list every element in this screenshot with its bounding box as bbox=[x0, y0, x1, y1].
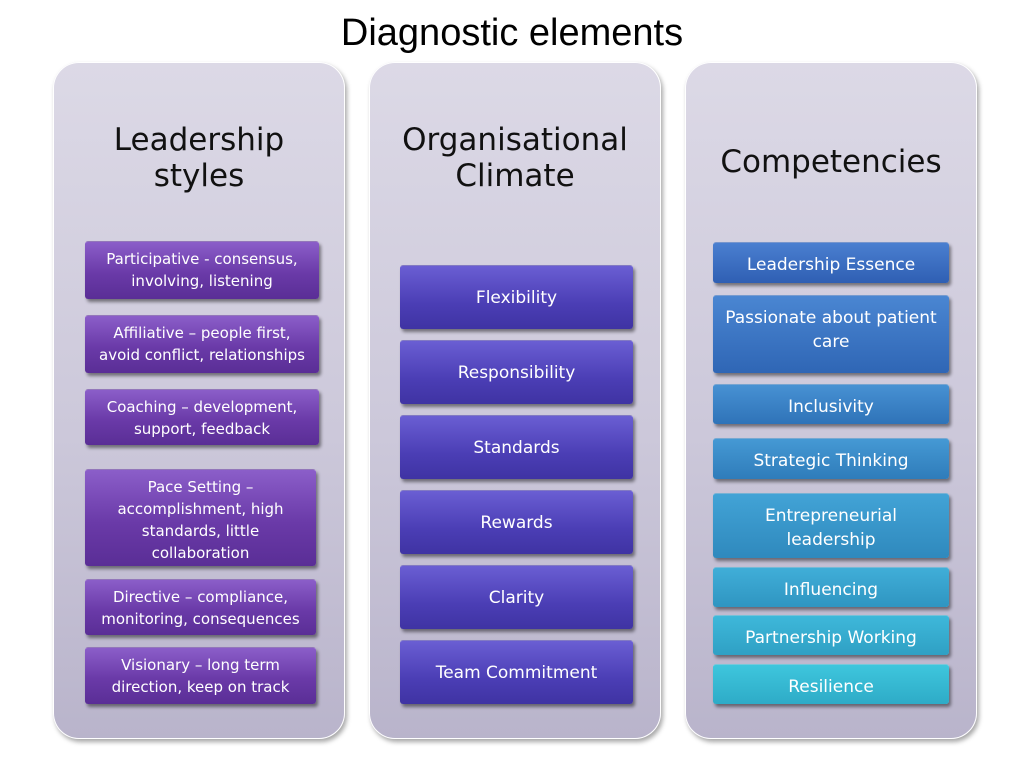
box-label: Visionary – long term direction, keep on… bbox=[111, 656, 290, 696]
box-label: Responsibility bbox=[457, 363, 576, 383]
leadership-style-box: Pace Setting – accomplishment, high stan… bbox=[85, 469, 316, 566]
leadership-style-box: Directive – compliance, monitoring, cons… bbox=[85, 579, 316, 635]
box-label: Strategic Thinking bbox=[753, 451, 909, 471]
climate-box: Rewards bbox=[400, 490, 633, 554]
box-label: Clarity bbox=[488, 588, 545, 608]
box-label: Passionate about patient care bbox=[725, 308, 937, 352]
competency-box: Leadership Essence bbox=[713, 242, 949, 283]
box-label: Partnership Working bbox=[745, 628, 917, 648]
box-label: Participative - consensus, involving, li… bbox=[106, 250, 298, 290]
competency-box: Resilience bbox=[713, 664, 949, 704]
box-label: Coaching – development, support, feedbac… bbox=[106, 398, 298, 438]
box-label: Flexibility bbox=[475, 288, 558, 308]
box-label: Influencing bbox=[783, 580, 879, 600]
leadership-style-box: Coaching – development, support, feedbac… bbox=[85, 389, 319, 445]
box-label: Pace Setting – accomplishment, high stan… bbox=[117, 478, 284, 562]
competency-box: Strategic Thinking bbox=[713, 438, 949, 479]
box-label: Entrepreneurial leadership bbox=[765, 506, 897, 550]
leadership-style-box: Visionary – long term direction, keep on… bbox=[85, 647, 316, 704]
box-label: Resilience bbox=[788, 677, 874, 697]
competency-box: Partnership Working bbox=[713, 615, 949, 655]
box-label: Rewards bbox=[480, 513, 553, 533]
box-label: Standards bbox=[473, 438, 560, 458]
box-label: Team Commitment bbox=[435, 663, 598, 683]
climate-box: Flexibility bbox=[400, 265, 633, 329]
climate-box: Standards bbox=[400, 415, 633, 479]
box-label: Leadership Essence bbox=[746, 255, 916, 275]
leadership-style-box: Affiliative – people first, avoid confli… bbox=[85, 315, 319, 373]
box-label: Inclusivity bbox=[788, 397, 874, 417]
page-title: Diagnostic elements bbox=[340, 12, 684, 54]
competency-box: Passionate about patient care bbox=[713, 295, 949, 373]
panel-heading: Leadership styles bbox=[113, 122, 285, 194]
competency-box: Entrepreneurial leadership bbox=[713, 493, 949, 558]
panel-heading: Organisational Climate bbox=[402, 122, 628, 194]
panel-heading: Competencies bbox=[720, 144, 942, 180]
competency-box: Inclusivity bbox=[713, 384, 949, 424]
climate-box: Responsibility bbox=[400, 340, 633, 404]
box-label: Directive – compliance, monitoring, cons… bbox=[101, 588, 300, 628]
leadership-style-box: Participative - consensus, involving, li… bbox=[85, 241, 319, 299]
competency-box: Influencing bbox=[713, 567, 949, 607]
box-label: Affiliative – people first, avoid confli… bbox=[99, 324, 305, 364]
climate-box: Team Commitment bbox=[400, 640, 633, 704]
climate-box: Clarity bbox=[400, 565, 633, 629]
